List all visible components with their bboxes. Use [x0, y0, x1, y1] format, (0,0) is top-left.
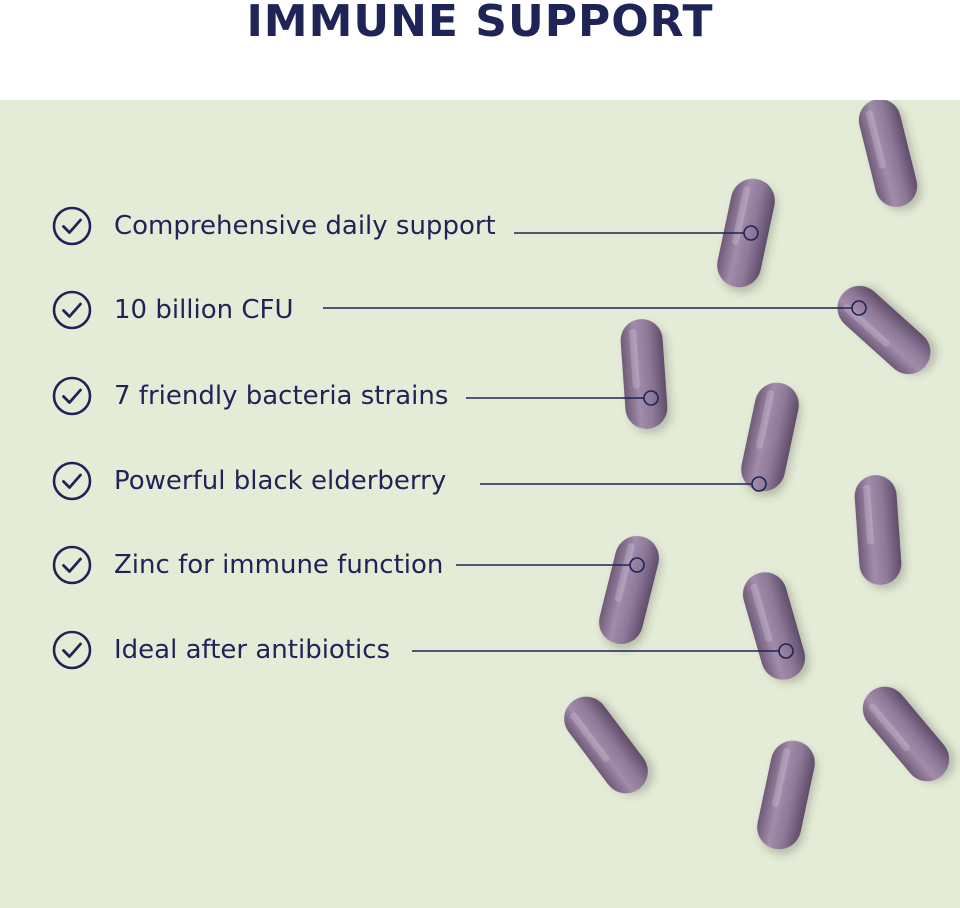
feature-label: Zinc for immune function	[114, 550, 444, 580]
check-circle-icon	[52, 290, 92, 330]
capsules-illustration	[323, 100, 950, 850]
feature-item-antibiotics: Ideal after antibiotics	[52, 626, 390, 674]
feature-panel: Comprehensive daily support 10 billion C…	[0, 100, 960, 908]
capsule-6	[854, 475, 902, 585]
feature-item-elderberry: Powerful black elderberry	[52, 457, 446, 505]
feature-item-bacteria-strains: 7 friendly bacteria strains	[52, 372, 448, 420]
feature-label: 10 billion CFU	[114, 295, 294, 325]
page-title: IMMUNE SUPPORT	[246, 0, 714, 47]
capsule-4	[620, 319, 668, 429]
feature-item-comprehensive-support: Comprehensive daily support	[52, 202, 496, 250]
capsule-1	[858, 100, 918, 207]
feature-item-cfu: 10 billion CFU	[52, 286, 294, 334]
capsule-5	[741, 382, 799, 492]
check-circle-icon	[52, 545, 92, 585]
feature-label: Powerful black elderberry	[114, 466, 447, 496]
check-circle-icon	[52, 206, 92, 246]
callout-line-3	[466, 390, 659, 406]
callout-line-5	[456, 557, 645, 573]
check-circle-icon	[52, 461, 92, 501]
capsule-9	[564, 696, 648, 794]
callout-line-1	[514, 225, 759, 241]
callout-line-6	[412, 643, 794, 659]
callout-line-2	[323, 300, 867, 316]
header: IMMUNE SUPPORT	[0, 0, 960, 100]
check-circle-icon	[52, 630, 92, 670]
feature-item-zinc: Zinc for immune function	[52, 541, 443, 589]
capsule-2	[717, 178, 775, 288]
feature-label: 7 friendly bacteria strains	[114, 381, 449, 411]
feature-label: Ideal after antibiotics	[114, 635, 391, 665]
capsule-8	[742, 572, 806, 680]
check-circle-icon	[52, 376, 92, 416]
capsule-7	[599, 535, 659, 645]
feature-label: Comprehensive daily support	[114, 211, 496, 241]
capsule-3	[837, 285, 931, 375]
callout-line-4	[480, 476, 767, 492]
capsule-10	[862, 686, 950, 782]
capsule-11	[757, 740, 815, 850]
